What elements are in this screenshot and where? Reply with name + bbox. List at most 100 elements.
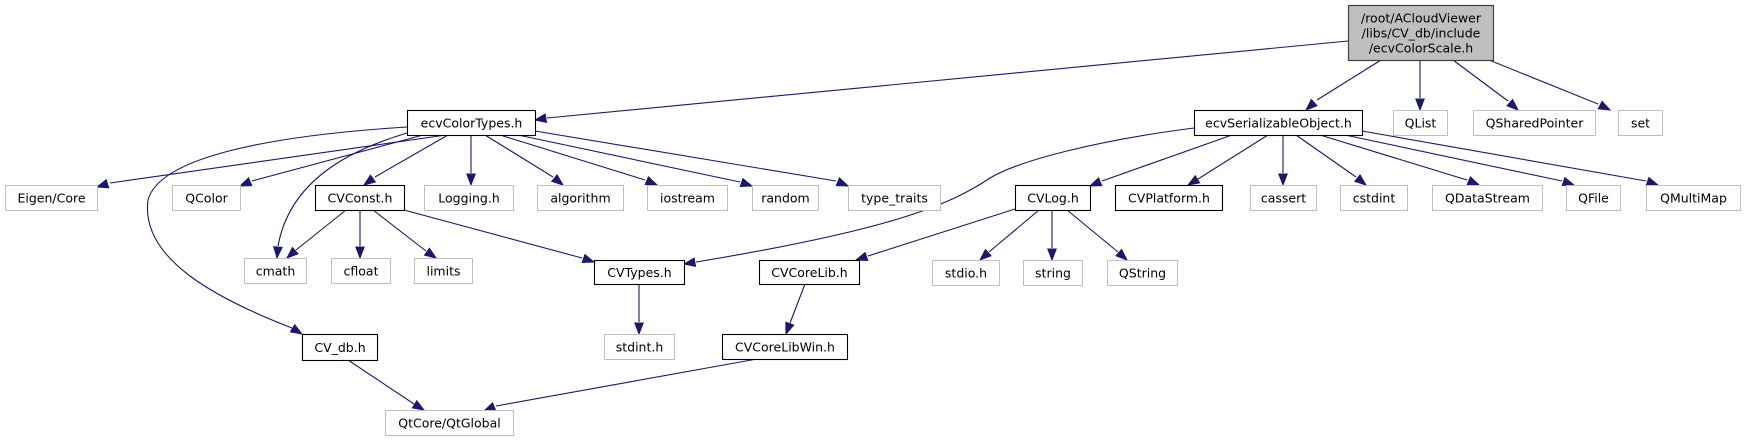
edge-ecvSerializableObject-to-cstdint: [1295, 134, 1368, 186]
edge-line: [347, 359, 415, 405]
node-label: QList: [1405, 116, 1437, 131]
edge-ecvColorTypes-to-cmath: [273, 132, 408, 260]
edge-root-to-QList: [1415, 60, 1425, 112]
edge-line: [546, 40, 1349, 119]
node-label: QSharedPointer: [1486, 116, 1585, 131]
arrowhead-icon: [835, 177, 850, 187]
node-CV_db[interactable]: CV_db.h: [301, 333, 379, 362]
node-label: random: [761, 191, 809, 206]
node-box: [1014, 184, 1092, 212]
node-QString: QString: [1107, 260, 1178, 286]
node-label: CVCoreLibWin.h: [735, 340, 835, 355]
node-label: stdio.h: [945, 266, 987, 281]
node-QSharedPointer: QSharedPointer: [1473, 110, 1596, 136]
arrowhead-icon: [1278, 173, 1288, 187]
edge-ecvColorTypes-to-Logging: [466, 135, 476, 187]
node-ecvSerializableObject[interactable]: ecvSerializableObject.h: [1193, 109, 1364, 137]
node-label: CVConst.h: [328, 191, 393, 206]
edge-ecvColorTypes-to-EigenCore: [95, 134, 447, 189]
node-CVPlatform[interactable]: CVPlatform.h: [1114, 184, 1224, 212]
edge-line: [517, 134, 741, 183]
arrowhead-icon: [739, 177, 754, 188]
edge-line: [695, 127, 1195, 263]
node-label: CVLog.h: [1027, 191, 1079, 206]
edge-line: [1319, 134, 1468, 181]
edge-line: [988, 209, 1040, 253]
node-CVLog[interactable]: CVLog.h: [1014, 184, 1092, 212]
node-box: [1646, 185, 1741, 211]
arrowhead-icon: [1047, 248, 1057, 262]
edge-ecvColorTypes-to-CVConst: [362, 134, 449, 186]
edge-CVConst-to-cmath: [285, 209, 347, 259]
node-box: [1347, 4, 1495, 62]
arrowhead-icon: [411, 399, 426, 411]
edge-line: [1488, 59, 1599, 105]
edge-root-to-set: [1488, 59, 1612, 111]
arrowhead-icon: [1186, 174, 1201, 186]
node-QtGlobal: QtCore/QtGlobal: [385, 410, 514, 436]
node-box: [1566, 185, 1621, 211]
arrowhead-icon: [634, 322, 644, 336]
arrowhead-icon: [644, 176, 659, 186]
node-root[interactable]: /root/ACloudViewer/libs/CV_db/include/ec…: [1347, 4, 1495, 62]
node-box: [1393, 110, 1448, 136]
edge-line: [1344, 134, 1563, 182]
edge-ecvSerializableObject-to-CVLog: [1088, 134, 1233, 187]
edge-line: [146, 126, 408, 329]
node-box: [593, 259, 686, 286]
node-limits: limits: [414, 258, 473, 284]
node-label: cfloat: [344, 264, 379, 279]
arrowhead-icon: [362, 174, 377, 186]
arrowhead-icon: [1353, 173, 1368, 186]
edge-line: [789, 283, 806, 324]
node-type_traits: type_traits: [848, 185, 941, 211]
edge-CVLog-to-string: [1047, 210, 1057, 262]
node-string: string: [1023, 260, 1083, 286]
edge-line: [403, 209, 583, 259]
nodes-layer: /root/ACloudViewer/libs/CV_db/include/ec…: [5, 4, 1741, 436]
node-QList: QList: [1393, 110, 1448, 136]
edge-line: [1197, 134, 1269, 180]
edge-CVCoreLib-to-CVCoreLibWin: [785, 283, 806, 336]
node-CVCoreLib[interactable]: CVCoreLib.h: [758, 259, 861, 286]
node-box: [932, 260, 1000, 286]
node-box: [1618, 110, 1663, 136]
node-box: [172, 185, 241, 211]
edge-line: [277, 132, 408, 247]
node-label: algorithm: [550, 191, 610, 206]
node-label: QFile: [1578, 191, 1609, 206]
node-box: [314, 184, 406, 212]
arrowhead-icon: [95, 178, 110, 189]
edge-line: [534, 130, 837, 182]
arrowhead-icon: [533, 113, 548, 123]
edge-ecvSerializableObject-to-CVTypes: [682, 127, 1195, 267]
node-CVConst[interactable]: CVConst.h: [314, 184, 406, 212]
node-box: [848, 185, 941, 211]
arrowhead-icon: [682, 257, 697, 267]
node-label: cassert: [1261, 191, 1306, 206]
node-QColor: QColor: [172, 185, 241, 211]
node-CVCoreLibWin[interactable]: CVCoreLibWin.h: [721, 333, 849, 361]
node-box: [385, 410, 514, 436]
node-cassert: cassert: [1250, 185, 1317, 211]
node-label: QString: [1119, 266, 1166, 281]
node-random: random: [752, 185, 819, 211]
edge-line: [1101, 134, 1233, 182]
node-box: [721, 333, 849, 361]
edge-line: [1316, 59, 1382, 101]
node-CVTypes[interactable]: CVTypes.h: [593, 259, 686, 286]
arrowhead-icon: [1506, 98, 1520, 111]
edge-line: [1452, 59, 1509, 102]
edge-line: [295, 209, 347, 251]
node-box: [301, 333, 379, 362]
edge-ecvColorTypes-to-iostream: [499, 134, 659, 186]
node-box: [758, 259, 861, 286]
node-box: [1114, 184, 1224, 212]
arrowhead-icon: [1466, 176, 1481, 186]
node-label: QtCore/QtGlobal: [398, 416, 501, 431]
node-ecvColorTypes[interactable]: ecvColorTypes.h: [406, 109, 537, 137]
node-box: [1340, 185, 1408, 211]
arrowhead-icon: [273, 246, 283, 260]
edge-CVCoreLibWin-to-QtGlobal: [482, 358, 758, 412]
